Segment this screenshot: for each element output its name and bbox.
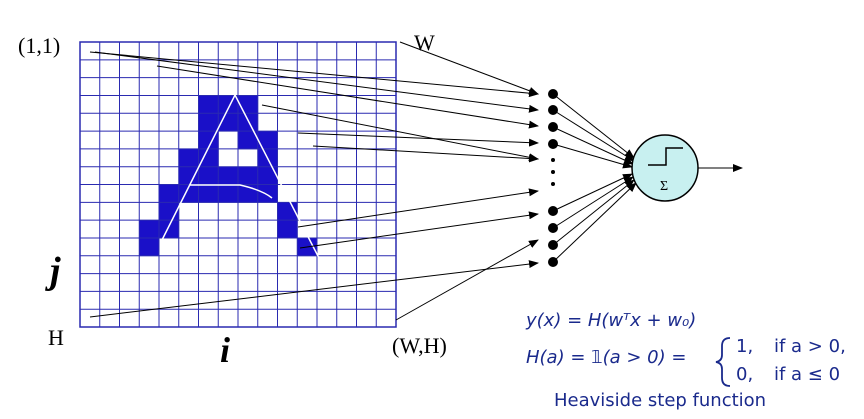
filled-pixel xyxy=(159,220,180,239)
ellipsis-dot xyxy=(551,182,555,186)
case2-condition: if a ≤ 0 xyxy=(774,364,840,385)
filled-pixel xyxy=(218,95,239,114)
filled-pixel xyxy=(218,184,239,203)
filled-pixel xyxy=(198,95,219,114)
cases-brace xyxy=(715,337,731,387)
filled-pixel xyxy=(277,220,298,239)
filled-pixel xyxy=(139,220,160,239)
height-label: H xyxy=(48,325,64,350)
origin-label: (1,1) xyxy=(18,33,60,58)
filled-pixel xyxy=(257,131,278,150)
width-label: W xyxy=(414,30,435,55)
filled-pixel xyxy=(198,113,219,132)
filled-pixel xyxy=(139,237,160,257)
case2-value: 0, xyxy=(736,364,753,385)
pixel-grid-border xyxy=(79,41,397,328)
j-axis-label: j xyxy=(45,250,61,292)
filled-pixel xyxy=(238,131,259,150)
filled-pixel xyxy=(257,166,278,185)
perceptron-equation: y(x) = H(wᵀx + w₀) xyxy=(525,310,696,331)
input-nodes xyxy=(548,89,558,267)
case1-value: 1, xyxy=(736,336,753,357)
filled-pixel xyxy=(198,148,219,168)
equations: y(x) = H(wᵀx + w₀) H(a) = 𝟙(a > 0) = 1, … xyxy=(525,310,846,411)
pixel-grid xyxy=(79,41,397,328)
ellipsis-dot xyxy=(551,170,555,174)
filled-pixel xyxy=(238,95,259,114)
heaviside-definition: H(a) = 𝟙(a > 0) = xyxy=(526,347,686,368)
filled-pixel xyxy=(159,184,180,203)
ellipsis-dot xyxy=(551,158,555,162)
corner-label: (W,H) xyxy=(392,333,447,358)
filled-pixel xyxy=(238,166,259,185)
filled-pixel xyxy=(218,166,239,185)
filled-pixel xyxy=(198,166,219,185)
step-function-icon xyxy=(648,147,683,166)
i-axis-label: i xyxy=(220,330,230,370)
filled-pixel xyxy=(178,148,199,168)
filled-pixel xyxy=(178,166,199,185)
input-connections xyxy=(89,41,539,321)
neuron: Σ xyxy=(631,134,743,202)
case1-condition: if a > 0, xyxy=(774,336,846,357)
letter-strokes xyxy=(161,93,321,261)
heaviside-caption: Heaviside step function xyxy=(554,390,766,411)
filled-pixel xyxy=(198,131,219,150)
sum-symbol: Σ xyxy=(660,179,668,194)
filled-pixel xyxy=(257,184,278,203)
filled-pixel xyxy=(198,184,219,203)
filled-pixel xyxy=(238,113,259,132)
weight-connections xyxy=(552,93,637,263)
